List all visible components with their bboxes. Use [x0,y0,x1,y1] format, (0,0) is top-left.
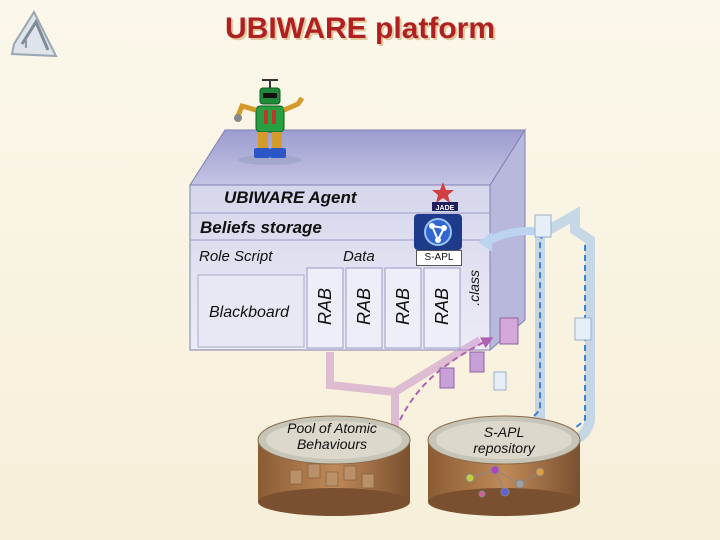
sapl-badge: S-APL [416,250,462,266]
logo-icon: I [10,9,58,58]
svg-text:I: I [24,35,28,51]
rab-label-3: RAB [393,288,413,326]
network-icon [414,214,462,250]
jade-icon: JADE [432,182,458,212]
pool-barrel [257,415,411,516]
rab-slot-3 [384,267,422,349]
page-title: UBIWARE platform [225,12,495,45]
blackboard-slot [197,274,305,348]
role-script-label: Role Script [199,248,273,265]
rab-label-2: RAB [354,288,374,326]
rab-label-1: RAB [315,288,335,326]
rab-label-4: RAB [432,288,452,326]
agent-name: UBIWARE Agent [224,188,357,207]
svg-text:JADE: JADE [436,205,455,212]
blackboard-label: Blackboard [209,304,290,321]
beliefs-storage-label: Beliefs storage [200,218,322,237]
pool-label: Pool of Atomic Behaviours [287,420,377,452]
robot-agent-icon [234,79,305,165]
class-label: .class [466,270,482,306]
graph-molecules [465,465,545,498]
repository-barrel [427,415,581,516]
rab-slot-2 [345,267,383,349]
rab-slot-4 [423,267,461,349]
pool-flow-path [326,336,483,430]
data-label: Data [343,248,375,265]
rab-slot-1 [306,267,344,349]
repository-label: S-APL repository [473,424,535,456]
